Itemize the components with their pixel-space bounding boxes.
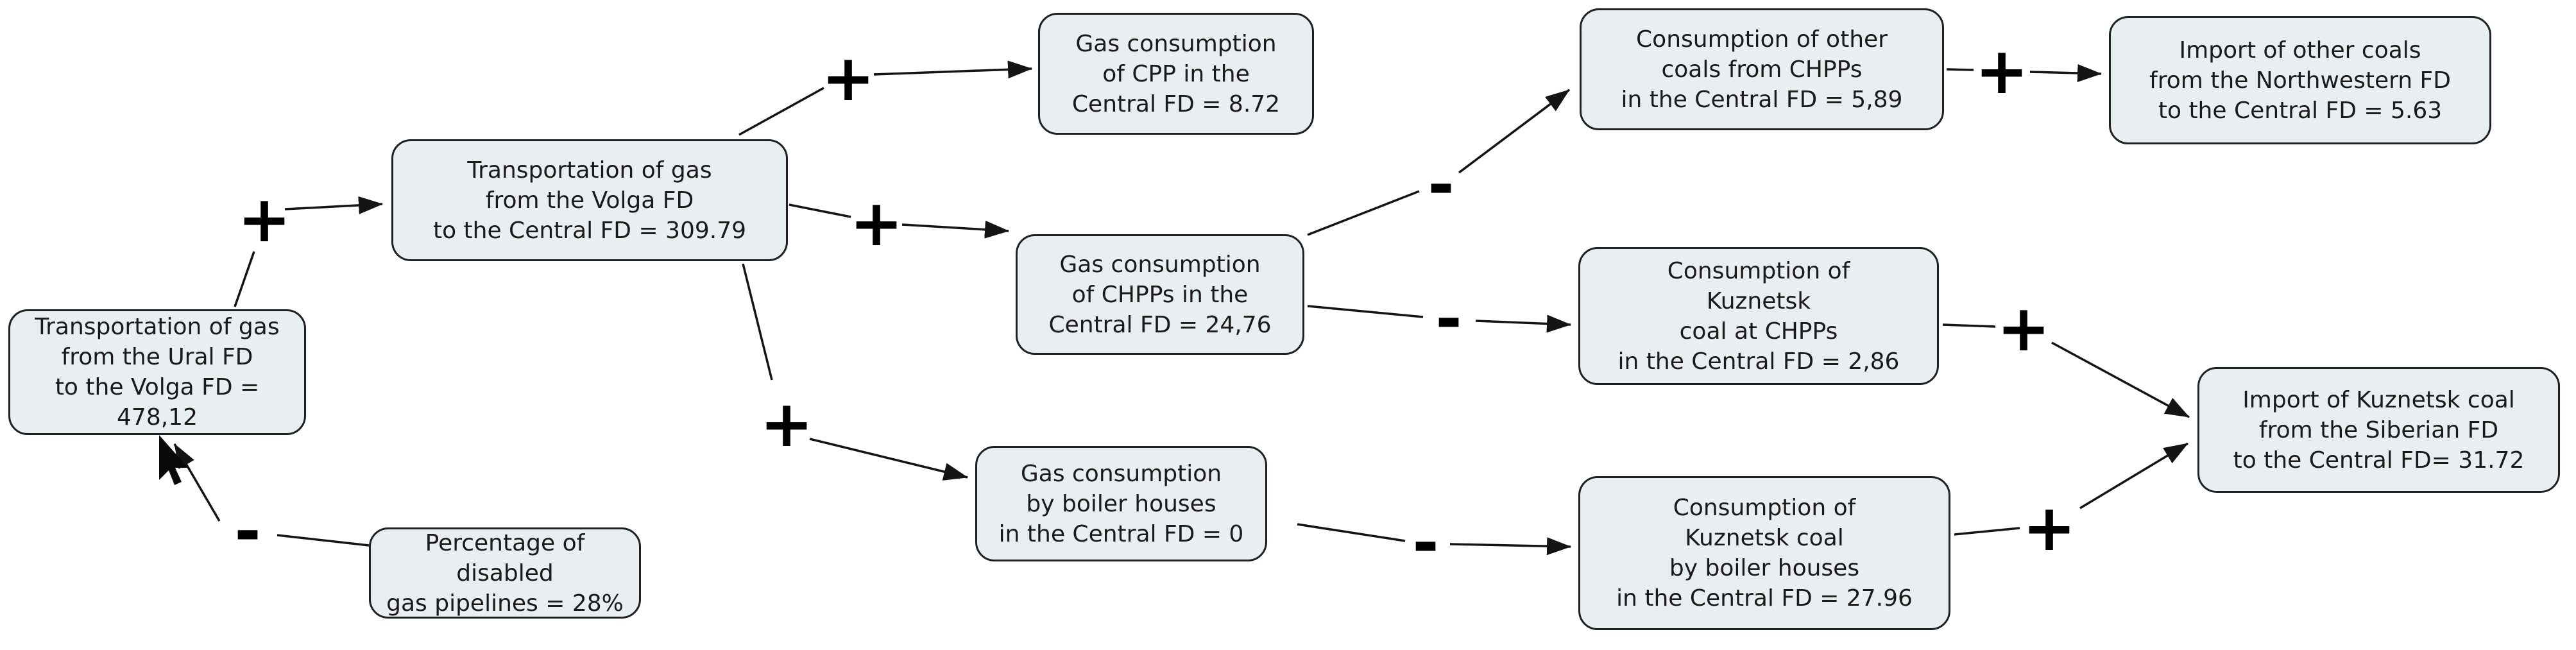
node-disabled-gas-pipelines[interactable]: Percentage of disabled gas pipelines = 2… [369, 527, 641, 619]
edge-sign-minus[interactable]: - [1412, 505, 1439, 580]
node-other-coals-consumption-chpps[interactable]: Consumption of other coals from CHPPs in… [1580, 8, 1944, 130]
edge-volga-to-cpp: + [738, 40, 1032, 136]
edge-chpps-to-other-coals: - [1307, 89, 1571, 236]
node-gas-transport-volga-to-central[interactable]: Transportation of gas from the Volga FD … [391, 139, 788, 261]
node-gas-consumption-boiler-houses[interactable]: Gas consumption by boiler houses in the … [975, 446, 1267, 561]
edge-kuznetsk-chpps-to-import: + [1942, 291, 2190, 418]
edge-sign-plus[interactable]: + [849, 185, 903, 261]
node-kuznetsk-coal-boiler-houses[interactable]: Consumption of Kuznetsk coal by boiler h… [1578, 476, 1950, 630]
node-import-kuznetsk-coal-siberian[interactable]: Import of Kuznetsk coal from the Siberia… [2197, 367, 2560, 493]
edge-sign-plus[interactable]: + [2022, 490, 2076, 565]
edge-ural-to-volga: + [234, 182, 383, 307]
edge-volga-to-chpps: + [789, 185, 1009, 261]
edge-sign-plus[interactable]: + [237, 182, 291, 257]
edge-sign-plus[interactable]: + [1997, 291, 2051, 366]
node-gas-transport-ural-to-volga[interactable]: Transportation of gas from the Ural FD t… [8, 309, 306, 435]
edge-sign-minus[interactable]: - [234, 493, 261, 569]
edge-volga-to-boiler-houses: + [742, 263, 968, 481]
edge-sign-minus[interactable]: - [1428, 147, 1454, 222]
edge-sign-minus[interactable]: - [1435, 281, 1462, 356]
node-import-other-coals-northwestern[interactable]: Import of other coals from the Northwest… [2109, 16, 2491, 144]
edge-kuznetsk-boiler-to-import: + [1954, 442, 2188, 565]
node-gas-consumption-cpp[interactable]: Gas consumption of CPP in the Central FD… [1038, 13, 1314, 135]
edge-sign-plus[interactable]: + [760, 386, 814, 461]
mouse-cursor-icon [159, 435, 188, 485]
node-kuznetsk-coal-chpps[interactable]: Consumption of Kuznetsk coal at CHPPs in… [1578, 247, 1939, 385]
node-gas-consumption-chpps[interactable]: Gas consumption of CHPPs in the Central … [1016, 234, 1304, 355]
edge-chpps-to-kuznetsk-chpps: - [1307, 281, 1571, 356]
edge-sign-plus[interactable]: + [821, 40, 875, 115]
edge-pipelines-to-ural: - [173, 443, 370, 569]
edge-sign-plus[interactable]: + [1975, 33, 2029, 108]
edge-boiler-houses-to-kuznetsk-boiler: - [1297, 505, 1571, 580]
edge-other-coals-to-import-other: + [1946, 33, 2102, 108]
